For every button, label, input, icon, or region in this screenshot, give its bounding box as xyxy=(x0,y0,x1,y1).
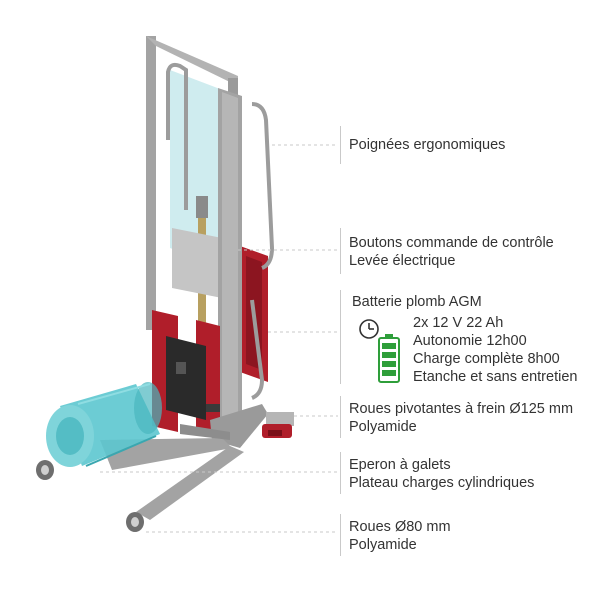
carriage xyxy=(172,228,232,300)
separator-bar xyxy=(340,452,341,494)
right-handle-lower xyxy=(250,299,265,400)
feature-swivel-wheels: Roues pivotantes à frein Ø125 mm Polyami… xyxy=(349,400,573,436)
feature-battery: Batterie plomb AGM xyxy=(352,293,482,311)
feature-controls: Boutons commande de contrôle Levée élect… xyxy=(349,234,554,270)
cylindrical-roll xyxy=(46,382,162,467)
feature-line: Roues pivotantes à frein Ø125 mm xyxy=(349,401,574,417)
battery-detail: Etanche et sans entretien xyxy=(413,369,578,385)
left-handle xyxy=(166,62,188,210)
battery-icons xyxy=(359,319,400,383)
separator-bar xyxy=(340,126,341,164)
battery-detail: Charge complète 8h00 xyxy=(413,351,560,367)
clock-icon xyxy=(359,319,379,339)
feature-roller-spur: Eperon à galets Plateau charges cylindri… xyxy=(349,456,534,492)
battery-icon xyxy=(378,334,400,383)
swivel-wheels xyxy=(262,412,294,438)
feature-front-wheels: Roues Ø80 mm Polyamide xyxy=(349,518,451,554)
feature-line: Roues Ø80 mm xyxy=(349,519,451,535)
feature-handles: Poignées ergonomiques xyxy=(349,136,505,154)
feature-line: Polyamide xyxy=(349,419,417,435)
lift-chassis xyxy=(152,310,220,436)
battery-detail: Autonomie 12h00 xyxy=(413,333,527,349)
feature-line: Plateau charges cylindriques xyxy=(349,475,535,491)
feature-line: Levée électrique xyxy=(349,253,456,269)
separator-bar xyxy=(340,514,341,556)
separator-bar xyxy=(340,228,341,274)
front-mast xyxy=(218,88,242,446)
battery-detail: 2x 12 V 22 Ah xyxy=(413,315,504,331)
separator-bar xyxy=(340,396,341,438)
separator-bar xyxy=(340,290,341,384)
feature-line: Eperon à galets xyxy=(349,457,451,473)
feature-line: Poignées ergonomiques xyxy=(349,137,506,153)
right-handle xyxy=(251,102,275,270)
feature-line: Batterie plomb AGM xyxy=(352,294,482,310)
feature-line: Polyamide xyxy=(349,537,417,553)
battery-details: 2x 12 V 22 Ah Autonomie 12h00 Charge com… xyxy=(413,314,577,386)
front-wheels xyxy=(36,460,144,532)
feature-line: Boutons commande de contrôle xyxy=(349,235,554,251)
